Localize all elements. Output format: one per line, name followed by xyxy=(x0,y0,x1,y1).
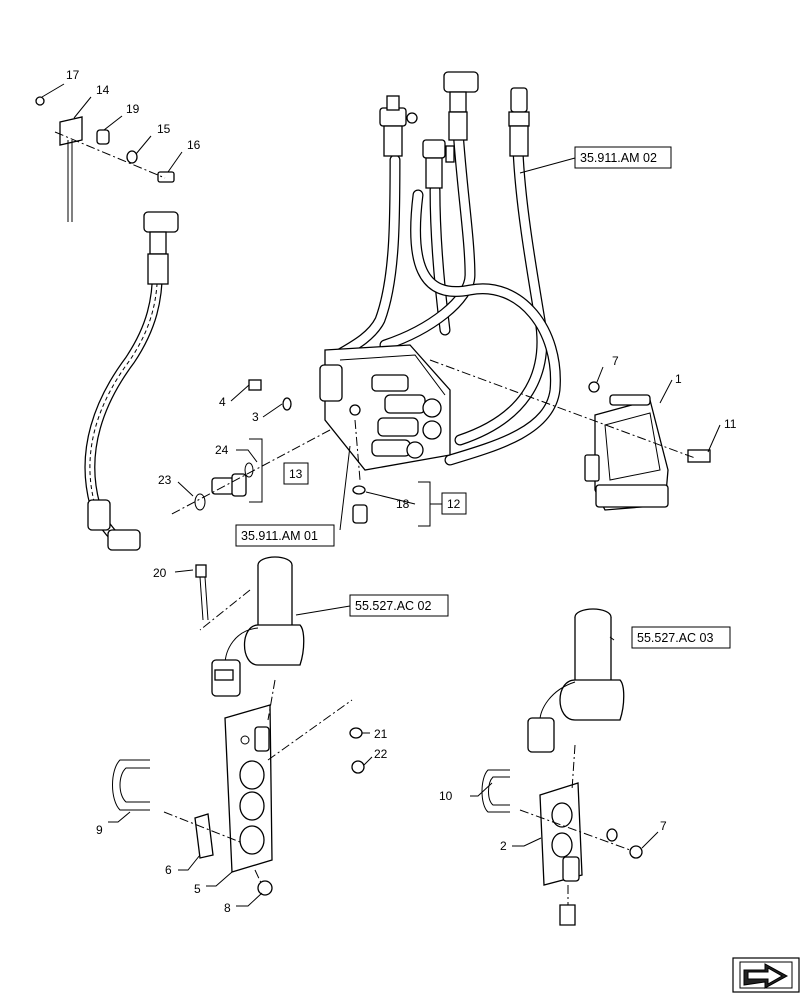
cylinder-left xyxy=(211,556,305,697)
label-11: 11 xyxy=(724,417,737,431)
reference-55-527-ac-03[interactable]: 55.527.AC 03 xyxy=(631,626,731,649)
hose-fittings xyxy=(87,71,530,551)
boxed-number-12: 12 xyxy=(441,492,467,515)
label-7-top: 7 xyxy=(612,354,619,368)
label-21: 21 xyxy=(374,727,388,741)
label-8: 8 xyxy=(224,901,231,915)
mounting-plate-right xyxy=(539,782,583,926)
hose-assembly xyxy=(84,124,561,551)
svg-text:55.527.AC 02: 55.527.AC 02 xyxy=(355,599,431,613)
svg-text:35.911.AM 01: 35.911.AM 01 xyxy=(241,529,318,543)
svg-text:35.911.AM 02: 35.911.AM 02 xyxy=(580,151,657,165)
part-number-labels: 17 14 19 15 16 4 3 24 23 18 7 1 11 20 21… xyxy=(66,68,737,915)
label-3: 3 xyxy=(252,410,259,424)
electronic-controller xyxy=(584,394,669,511)
leader-lines xyxy=(41,83,721,907)
next-page-arrow-icon[interactable] xyxy=(732,957,800,993)
boxed-number-13: 13 xyxy=(283,462,309,485)
svg-text:55.527.AC 03: 55.527.AC 03 xyxy=(637,631,713,645)
svg-text:13: 13 xyxy=(289,467,303,481)
label-10: 10 xyxy=(439,789,453,803)
center-lines xyxy=(54,131,696,905)
reference-35-911-am-01[interactable]: 35.911.AM 01 xyxy=(235,524,335,547)
cylinder-right xyxy=(527,608,625,753)
label-2: 2 xyxy=(500,839,507,853)
label-14: 14 xyxy=(96,83,110,97)
label-7-bottom: 7 xyxy=(660,819,667,833)
valve-block xyxy=(319,344,451,471)
label-6: 6 xyxy=(165,863,172,877)
reference-55-527-ac-02[interactable]: 55.527.AC 02 xyxy=(349,594,449,617)
small-hardware xyxy=(35,96,711,896)
label-9: 9 xyxy=(96,823,103,837)
reference-35-911-am-02[interactable]: 35.911.AM 02 xyxy=(574,146,672,169)
label-1: 1 xyxy=(675,372,682,386)
label-16: 16 xyxy=(187,138,201,152)
label-19: 19 xyxy=(126,102,140,116)
mounting-plate-left xyxy=(224,704,273,873)
label-5: 5 xyxy=(194,882,201,896)
label-24: 24 xyxy=(215,443,229,457)
label-18: 18 xyxy=(396,497,410,511)
label-22: 22 xyxy=(374,747,388,761)
svg-text:12: 12 xyxy=(447,497,461,511)
label-17: 17 xyxy=(66,68,80,82)
label-4: 4 xyxy=(219,395,226,409)
label-15: 15 xyxy=(157,122,171,136)
label-23: 23 xyxy=(158,473,172,487)
label-20: 20 xyxy=(153,566,167,580)
